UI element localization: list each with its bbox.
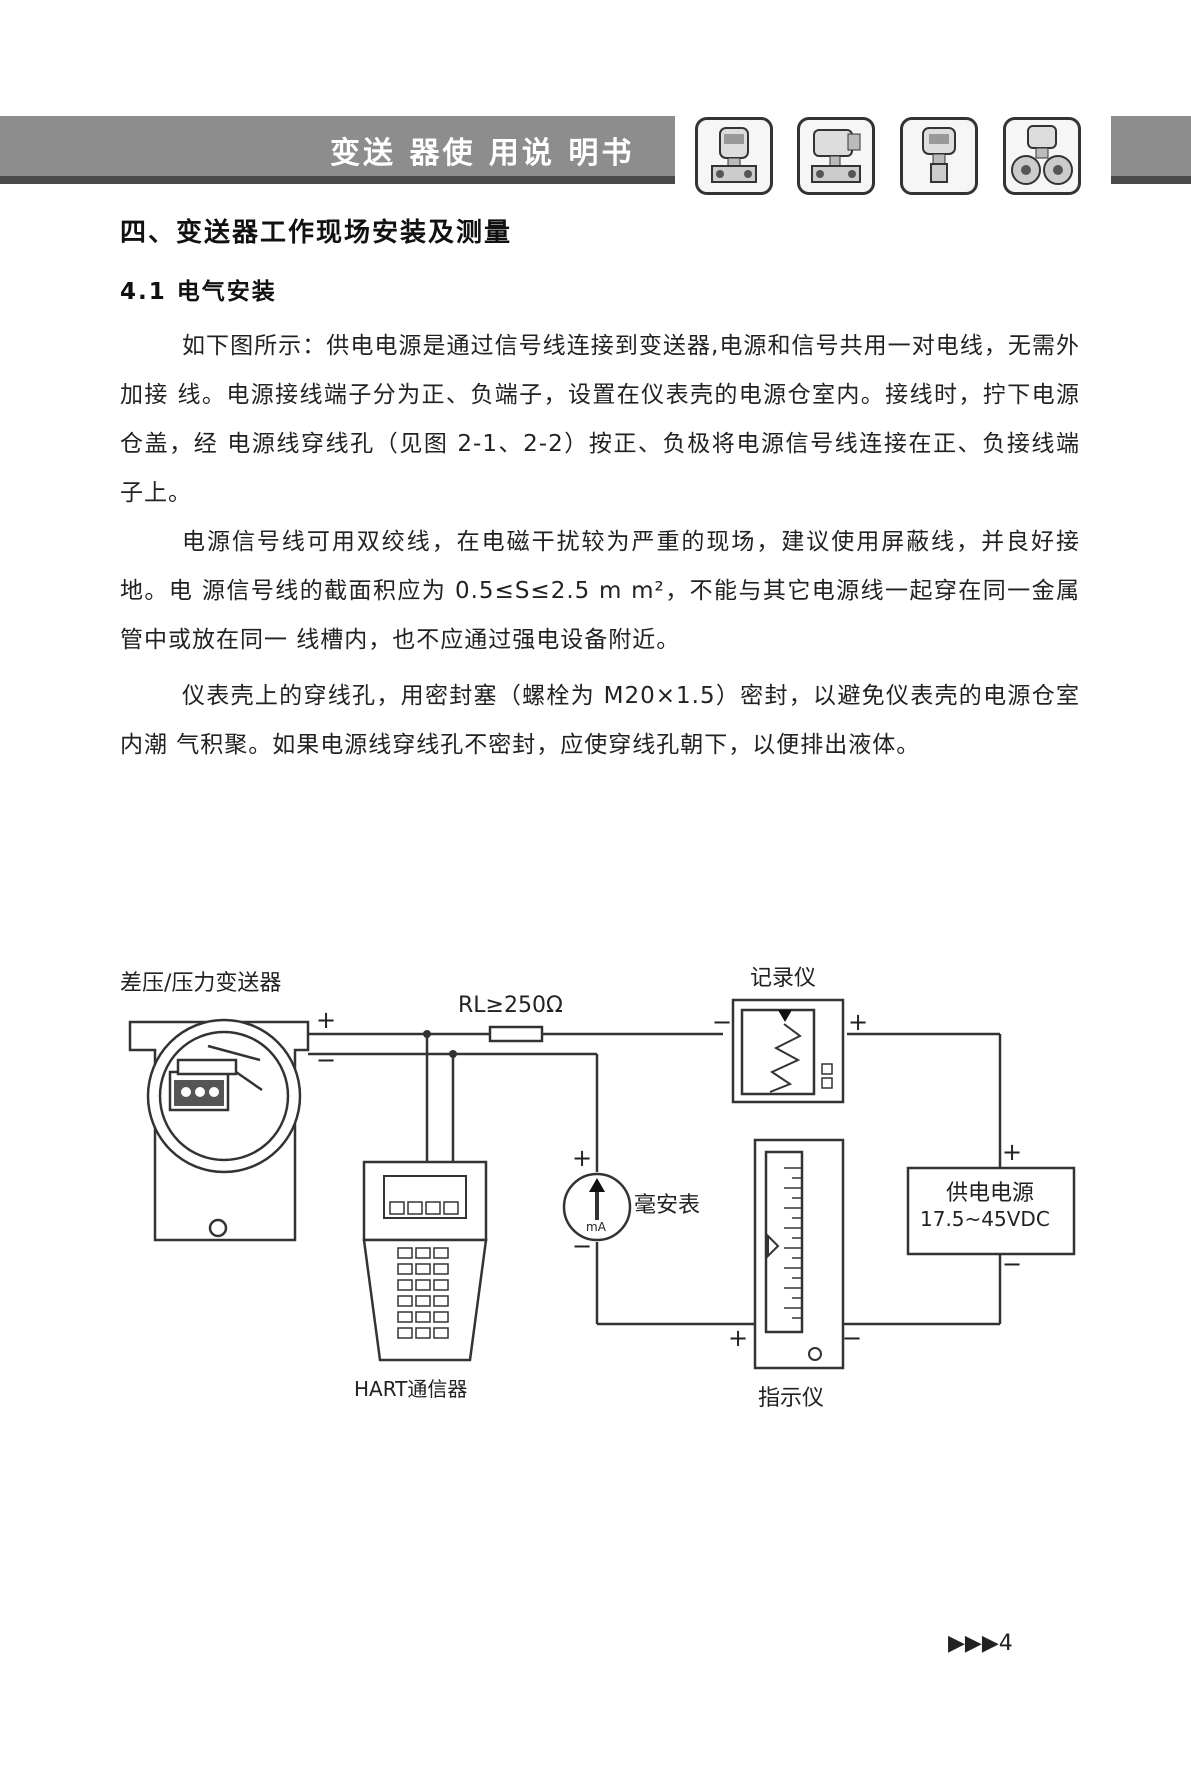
- resistor-symbol: [488, 1025, 544, 1043]
- transmitter-icon-4: [1003, 117, 1081, 195]
- paragraph-wiring: 如下图所示：供电电源是通过信号线连接到变送器,电源和信号共用一对电线，无需外加接…: [120, 333, 1080, 506]
- ammeter-plus: +: [572, 1144, 592, 1172]
- recorder-minus: −: [712, 1008, 732, 1036]
- ammeter-minus: −: [572, 1232, 592, 1260]
- transmitter-symbol: [128, 1018, 310, 1242]
- hart-label: HART通信器: [354, 1377, 467, 1401]
- power-supply-plus: +: [1002, 1138, 1022, 1166]
- power-supply-voltage: 17.5~45VDC: [920, 1207, 1050, 1231]
- subsection-heading: 4.1 电气安装: [120, 279, 277, 305]
- indicator-plus: +: [728, 1324, 748, 1352]
- transmitter-icon-3: [900, 117, 978, 195]
- transmitter-plus: +: [316, 1006, 336, 1034]
- paragraph-sealing: 仪表壳上的穿线孔，用密封塞（螺栓为 M20×1.5）密封，以避免仪表壳的电源仓室…: [120, 683, 1080, 758]
- recorder-label: 记录仪: [750, 966, 816, 991]
- indicator-scale: [784, 1167, 802, 1319]
- hart-keypad: [389, 1201, 459, 1339]
- indicator-symbol: [753, 1138, 845, 1370]
- indicator-label: 指示仪: [758, 1386, 824, 1411]
- arrow-up-icon: [589, 1178, 605, 1192]
- power-supply-symbol: [906, 1166, 1076, 1256]
- transmitter-icon-1: [695, 117, 773, 195]
- recorder-pen-marker: [778, 1010, 792, 1022]
- paragraph-cable: 电源信号线可用双绞线，在电磁干扰较为严重的现场，建议使用屏蔽线，并良好接地。电 …: [120, 529, 1080, 653]
- junction-dot: [449, 1050, 457, 1058]
- transmitter-minus: −: [316, 1046, 336, 1074]
- indicator-minus: −: [842, 1324, 862, 1352]
- page-number: 4: [998, 1631, 1013, 1656]
- ammeter-label: 毫安表: [634, 1193, 700, 1218]
- power-supply-minus: −: [1002, 1250, 1022, 1278]
- resistor-label: RL≥250Ω: [458, 993, 563, 1018]
- header-title: 变送 器使 用说 明书: [330, 136, 635, 171]
- power-supply-label: 供电电源: [946, 1181, 1034, 1206]
- transmitter-label: 差压/压力变送器: [120, 971, 281, 996]
- header-bar: [0, 116, 675, 184]
- recorder-symbol: [731, 998, 845, 1104]
- arrows-icon: ▶▶▶: [948, 1631, 999, 1656]
- page-footer: ▶▶▶4: [948, 1631, 1013, 1656]
- transmitter-terminals: [174, 1080, 224, 1106]
- transmitter-icon-2: [797, 117, 875, 195]
- junction-dot: [423, 1030, 431, 1038]
- header-bar-right: [1111, 116, 1191, 184]
- ammeter-unit: mA: [586, 1220, 607, 1234]
- recorder-plus: +: [848, 1008, 868, 1036]
- section-heading: 四、变送器工作现场安装及测量: [120, 218, 513, 248]
